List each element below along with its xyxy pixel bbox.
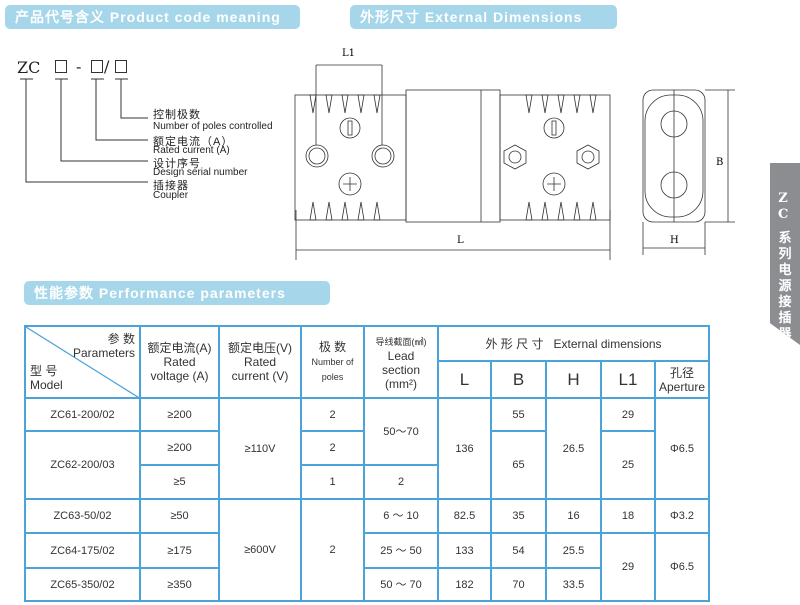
cell-model: ZC62-200/03 [24,430,141,500]
code-dash: - [76,57,82,76]
cell-poles: 1 [300,464,365,500]
performance-title: 性能参数 Performance parameters [24,281,330,305]
header-lead: 导线截面(㎟)Lead section (mm²) [363,325,439,399]
cell-lead: 50 ～ 70 [363,567,439,602]
series-side-tab: ZC 系列电源接插器 [770,163,800,345]
cell-L: 136 [437,397,492,500]
dim-h: H [670,235,679,246]
cell-current: ≥200 [139,430,220,466]
label-current-en: Rated current (A) [153,145,230,156]
cell-H: 25.5 [545,532,602,569]
cell-B: 70 [490,567,547,602]
cell-L1: 29 [600,397,656,432]
cell-voltage: ≥110V [218,397,302,500]
header-B: B [490,360,547,399]
code-box-current [91,60,103,73]
cell-current: ≥200 [139,397,220,432]
cell-lead: 25 ～ 50 [363,532,439,569]
header-voltage: 额定电压(V)Rated current (V) [218,325,302,399]
cell-current: ≥50 [139,498,220,534]
dim-b: B [716,157,723,168]
param-cn: 参 数 [107,332,135,346]
code-prefix: ZC [17,58,41,77]
cell-L: 182 [437,567,492,602]
cell-B: 35 [490,498,547,534]
cell-model: ZC61-200/02 [24,397,141,432]
side-tab-series: ZC [778,191,793,222]
cell-model: ZC63-50/02 [24,498,141,534]
cell-H: 16 [545,498,602,534]
cell-current: ≥350 [139,567,220,602]
table-row: ZC61-200/02 ≥200 ≥110V 2 50～70 136 55 26… [24,397,711,500]
label-serial-cn: 设计序号 [153,158,201,170]
cell-voltage: ≥600V [218,498,302,602]
table-row: ≥5 1 2 [25,464,709,500]
cell-lead: 50～70 [363,397,439,466]
table-row: ZC62-200/03 ≥200 2 65 25 [24,430,709,500]
dim-l1: L1 [342,48,355,59]
header-current: 额定电流(A)Rated voltage (A) [139,325,220,399]
cell-poles: 2 [300,397,365,432]
cell-aperture: Φ6.5 [653,397,711,500]
cell-B: 65 [490,430,547,500]
cell-B: 55 [490,397,547,432]
cell-aperture: Φ3.2 [653,498,711,534]
cell-L: 133 [437,532,492,569]
cell-current: ≥5 [139,464,220,500]
label-coupler-en: Coupler [153,190,189,201]
side-tab-text: 系列电源接插器 [778,231,792,342]
cell-lead: 2 [363,464,439,500]
cell-model: ZC64-175/02 [24,532,141,569]
table-row: ZC65-350/02 ≥350 50 ～ 70 182 70 33.5 [24,567,709,602]
header-external-dimensions: 外 形 尺 寸 External dimensions [436,325,711,362]
cell-current: ≥175 [139,532,220,569]
header-H: H [545,360,602,399]
table-row: ZC63-50/02 ≥50 ≥600V 2 6 ～ 10 82.5 35 16… [24,498,711,602]
cell-aperture: Φ6.5 [653,532,711,602]
cell-B: 54 [490,532,547,569]
code-leader-lines [20,78,148,183]
cell-L1: 25 [600,430,656,500]
model-en: Model [30,378,63,392]
code-box-poles [115,60,127,73]
cell-H: 26.5 [545,397,602,500]
cell-model: ZC65-350/02 [24,567,141,602]
cell-L1: 18 [600,498,656,534]
cell-lead: 6 ～ 10 [363,498,439,534]
label-current-cn: 额定电流（A） [153,136,234,148]
label-serial-en: Design serial number [153,167,248,178]
product-code-title: 产品代号含义 Product code meaning [5,5,300,29]
external-dimensions-title: 外形尺寸 External Dimensions [350,5,617,29]
table-row: ZC64-175/02 ≥175 25 ～ 50 133 54 25.5 29 … [24,532,711,602]
cell-H: 33.5 [545,567,602,602]
header-L1: L1 [600,360,656,399]
param-en: Parameters [72,346,135,360]
code-slash: / [104,57,110,76]
code-box-serial [55,60,67,73]
dimension-drawing: L1 L B H [294,48,735,260]
label-poles-cn: 控制极数 [153,109,201,121]
header-L: L [437,360,492,399]
label-poles-en: Number of poles controlled [153,121,273,132]
cell-poles: 2 [300,498,365,602]
cell-poles: 2 [300,430,365,466]
cell-L1: 29 [600,532,656,602]
label-coupler-cn: 插接器 [153,180,189,192]
model-cn: 型 号 [30,364,58,378]
dim-l: L [457,235,464,246]
cell-L: 82.5 [437,498,492,534]
